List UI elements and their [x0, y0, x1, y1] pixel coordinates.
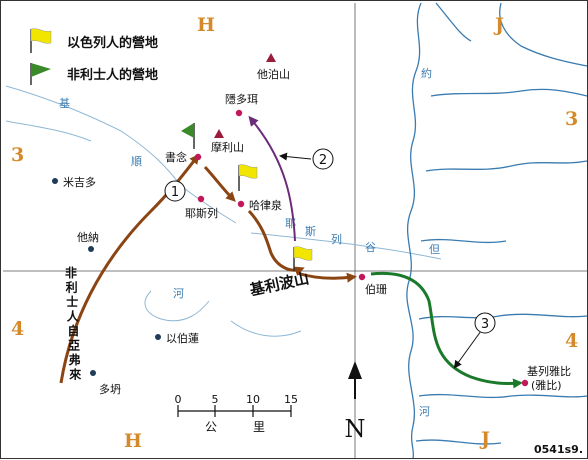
shunem-label: 書念	[165, 150, 187, 164]
philistine-route-arrow	[59, 153, 200, 384]
bethshan-label: 伯珊	[365, 282, 387, 296]
dothan-label: 多坍	[99, 382, 121, 396]
jabesh-gilead-alt-label: (雅比)	[531, 378, 562, 392]
grid-col-j-top: J	[493, 14, 504, 36]
michmethath-icon	[52, 178, 58, 184]
jordan-label-1: 約	[421, 66, 432, 80]
scale-bar: 0 5 10 15 公 里	[175, 393, 299, 434]
philistine-route-label-char: 弗	[69, 352, 81, 367]
route-3-pointer	[453, 330, 482, 369]
mount-gilboa-label: 基利波山	[247, 269, 310, 299]
jabesh-gilead-label: 基列雅比	[527, 364, 571, 378]
taanach-label: 他納	[77, 231, 99, 244]
kishon-river	[5, 85, 302, 337]
scale-unit-2: 里	[253, 420, 265, 434]
philistine-route-label-char: 來	[69, 367, 81, 382]
valley-label-4: 谷	[365, 241, 376, 254]
grid-row-3-right: 3	[565, 108, 578, 130]
philistine-route-label-char: 利	[66, 280, 78, 295]
endor-label: 隱多珥	[225, 92, 258, 106]
spring-of-harod-label: 哈律泉	[249, 198, 282, 212]
route-to-bethshan-arrow	[296, 271, 357, 283]
scale-tick-15: 15	[284, 393, 298, 406]
kishon-label-3: 河	[173, 287, 184, 300]
grid-col-h-bottom: H	[124, 430, 142, 452]
map-code: 0541s9.	[534, 443, 583, 456]
route-1-arrow	[203, 165, 236, 202]
philistine-camp-flag-icon	[181, 123, 195, 149]
shunem-icon	[194, 153, 202, 161]
route-2-marker	[312, 148, 334, 170]
mount-tabor-icon	[266, 53, 276, 62]
valley-label-3: 列	[331, 232, 342, 246]
grid-row-4-left: 4	[11, 318, 24, 340]
jezreel-icon	[197, 195, 205, 203]
route-2-arrow	[248, 115, 296, 242]
legend: 以色列人的營地 非利士人的營地	[30, 28, 158, 85]
route-3-number: 3	[481, 317, 489, 332]
dothan-icon	[90, 370, 96, 376]
philistine-route-label-char: 自	[67, 323, 79, 338]
grid-row-3-left: 3	[11, 144, 24, 166]
bethshan-icon	[358, 273, 366, 281]
jabesh-gilead-icon	[521, 379, 529, 387]
endor-icon	[235, 109, 243, 117]
hill-of-moreh-label: 摩利山	[211, 140, 244, 154]
israelite-flag-icon	[30, 28, 52, 53]
philistine-route-label-char: 人	[67, 309, 80, 324]
jordan-river	[406, 2, 588, 459]
grid-col-h-top: H	[197, 14, 215, 36]
philistine-route-label-char: 非	[65, 265, 77, 280]
legend-israelite-label: 以色列人的營地	[67, 35, 158, 51]
israelite-camp-flag-harod-icon	[238, 164, 258, 191]
jordan-label-3: 河	[419, 405, 430, 418]
north-arrow-icon	[348, 361, 362, 399]
ibleam-icon	[155, 334, 161, 340]
ibleam-label: 以伯蓮	[166, 331, 199, 345]
legend-philistine-label: 非利士人的營地	[67, 67, 158, 83]
mount-tabor-label: 他泊山	[257, 68, 290, 81]
route-3-marker	[474, 312, 496, 334]
jordan-label-2: 但	[429, 243, 440, 256]
michmethath-label: 米吉多	[63, 175, 96, 189]
route-2-number: 2	[319, 153, 327, 168]
israelite-camp-flag-gilboa-icon	[293, 246, 313, 271]
hill-of-moreh-icon	[214, 129, 224, 138]
spring-of-harod-icon	[237, 200, 245, 208]
philistine-route-label-char: 士	[66, 294, 78, 309]
taanach-icon	[88, 246, 94, 252]
philistine-route-label-char: 亞	[68, 339, 80, 353]
scale-tick-0: 0	[175, 393, 182, 406]
route-to-gilboa-arrow	[247, 209, 305, 276]
scale-tick-5: 5	[212, 393, 219, 406]
valley-label-2: 斯	[305, 225, 316, 238]
grid-col-j-bottom: J	[479, 428, 490, 450]
north-label: N	[345, 415, 366, 443]
philistine-flag-icon	[30, 63, 51, 85]
route-1-number: 1	[171, 185, 179, 200]
scale-unit-1: 公	[205, 420, 217, 434]
route-1-marker	[164, 180, 186, 202]
kishon-label-1: 基	[59, 97, 70, 110]
jezreel-label: 耶斯列	[185, 206, 218, 220]
valley-label-1: 耶	[285, 217, 296, 230]
route-2-pointer	[279, 152, 312, 161]
route-3-arrow	[370, 271, 523, 389]
kishon-label-2: 順	[131, 155, 142, 168]
grid-row-4-right: 4	[565, 330, 578, 352]
jezreel-valley-stream	[250, 232, 442, 260]
scale-tick-10: 10	[246, 393, 260, 406]
